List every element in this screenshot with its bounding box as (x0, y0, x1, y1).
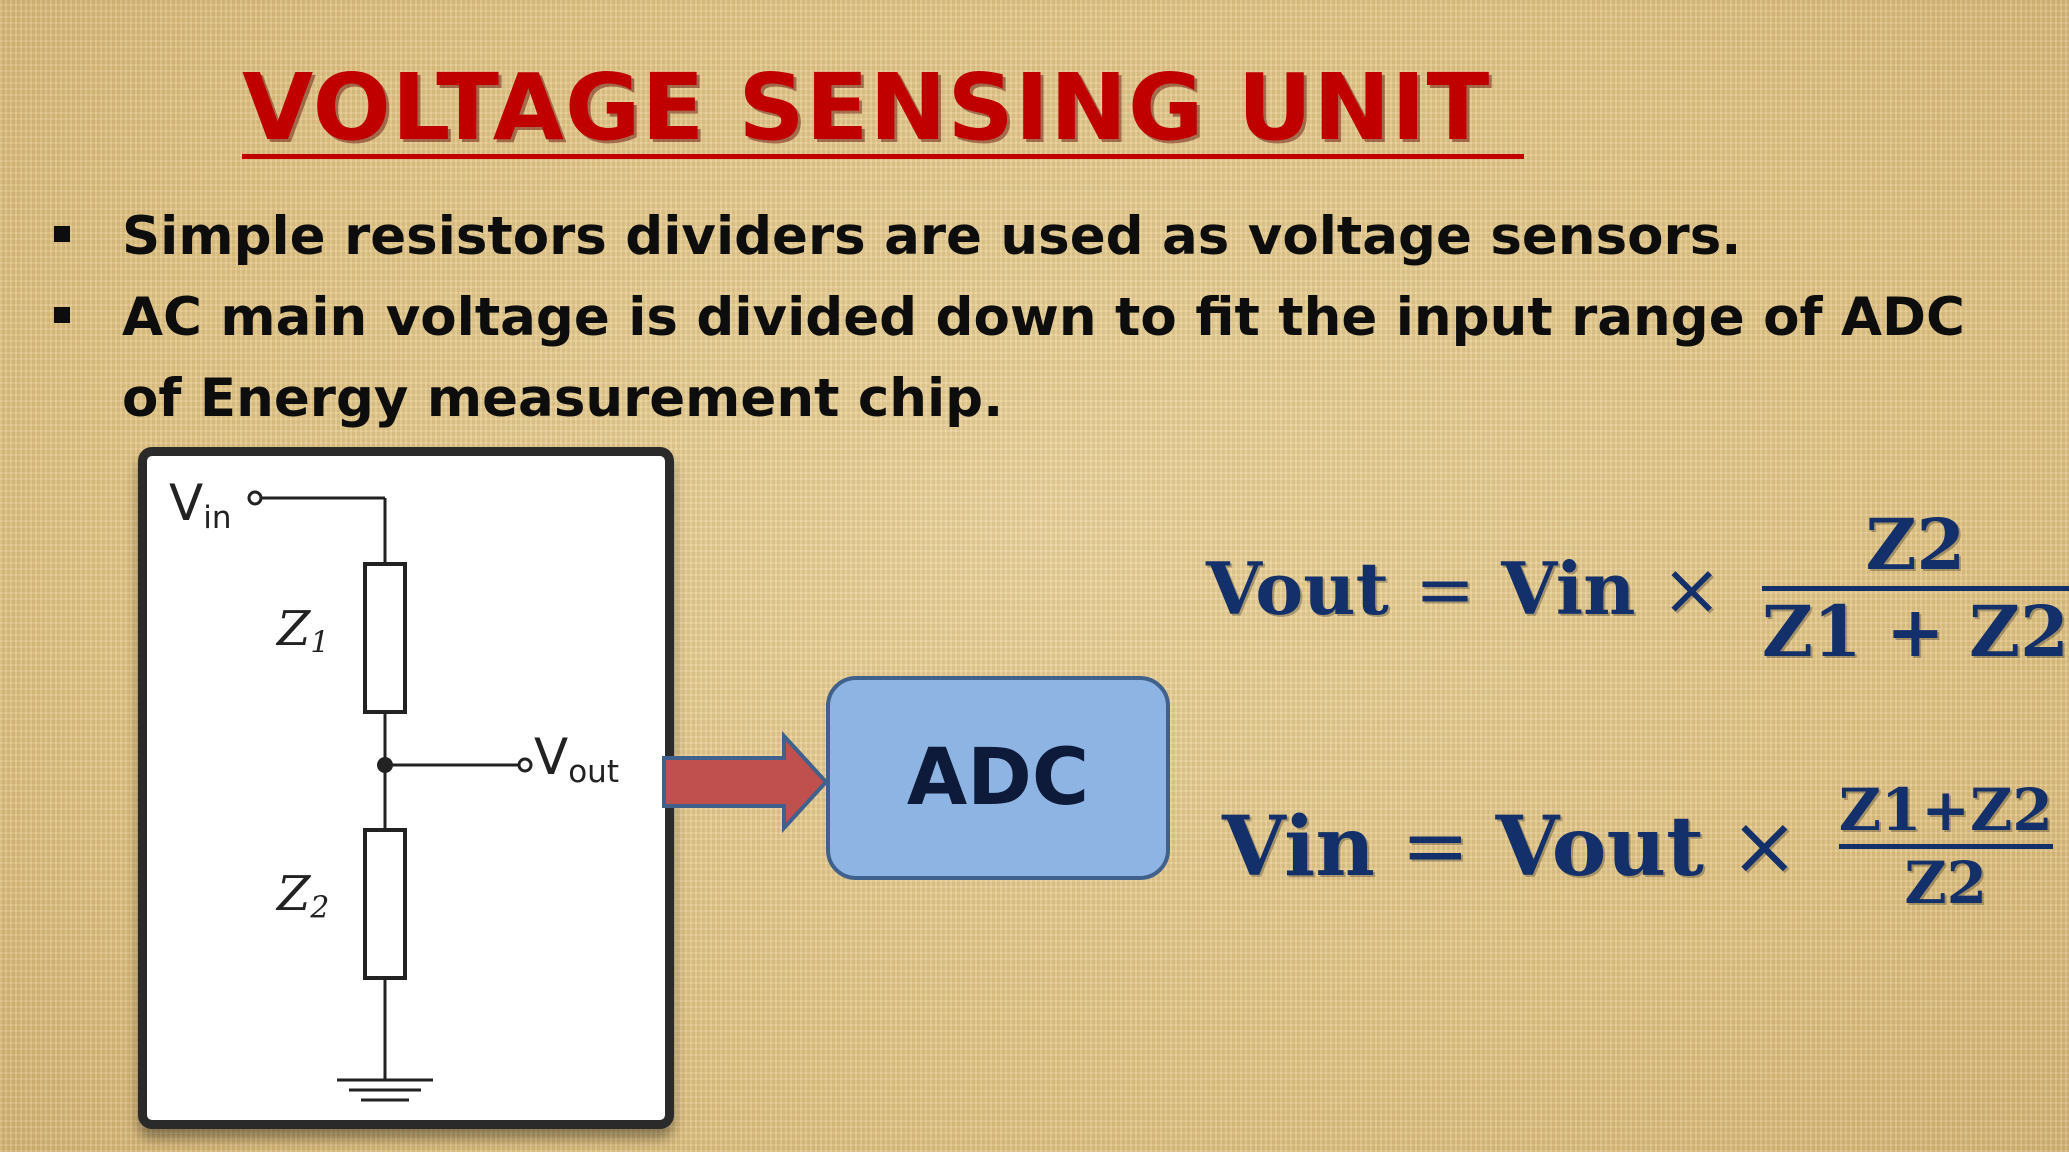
vout-equation: Vout = Vin × Z2 Z1 + Z2 (1206, 504, 2069, 673)
eq1-equals: = (1414, 546, 1476, 631)
vin-label-sub: in (203, 499, 232, 536)
vin-label-main: V (169, 474, 204, 532)
z1-label: Z1 (277, 601, 329, 660)
vin-equation: Vin = Vout × Z1+Z2 Z2 (1222, 776, 2053, 917)
vout-label: Vout (534, 728, 619, 790)
bullet-square-icon (54, 307, 70, 323)
bullet-text: AC main voltage is divided down to fit t… (122, 287, 1965, 429)
bullet-list: Simple resistors dividers are used as vo… (48, 196, 2008, 439)
bullet-square-icon (54, 226, 70, 242)
eq1-numerator: Z2 (1865, 503, 1966, 586)
eq2-fraction-bar (1838, 844, 2053, 849)
eq2-times: × (1729, 799, 1799, 894)
z1-label-sub: 1 (310, 625, 330, 661)
eq2-lhs: Vin (1222, 798, 1375, 895)
voltage-divider-schematic (247, 490, 533, 1102)
eq2-numerator: Z1+Z2 (1838, 776, 2053, 844)
eq1-denominator: Z1 + Z2 (1761, 590, 2069, 673)
eq2-equals: = (1400, 799, 1470, 894)
slide-title: VOLTAGE SENSING UNIT (242, 54, 1491, 161)
z1-resistor (363, 562, 407, 714)
z2-label-sub: 2 (310, 890, 330, 926)
eq1-times: × (1661, 546, 1722, 631)
vin-terminal (247, 490, 263, 506)
bullet-item: AC main voltage is divided down to fit t… (48, 277, 2008, 439)
eq1-term: Vin (1501, 546, 1636, 631)
bullet-item: Simple resistors dividers are used as vo… (48, 196, 2008, 277)
z1-label-main: Z (277, 601, 311, 657)
voltage-divider-diagram: Vin Vout Z1 Z2 (138, 447, 674, 1129)
eq1-fraction: Z2 Z1 + Z2 (1761, 503, 2069, 673)
junction-node (377, 757, 393, 773)
vout-label-main: V (534, 728, 569, 786)
eq1-lhs: Vout (1206, 546, 1389, 631)
z2-label: Z2 (277, 866, 329, 925)
title-underline (242, 154, 1524, 159)
vout-label-sub: out (568, 753, 619, 790)
eq1-fraction-bar (1761, 586, 2069, 591)
right-arrow-icon (662, 730, 829, 834)
eq2-fraction: Z1+Z2 Z2 (1838, 776, 2053, 917)
z2-label-main: Z (277, 866, 311, 922)
adc-label: ADC (906, 733, 1090, 823)
vin-label: Vin (169, 474, 231, 536)
vout-terminal (517, 757, 533, 773)
eq2-denominator: Z2 (1904, 849, 1988, 917)
bullet-text: Simple resistors dividers are used as vo… (122, 206, 1742, 267)
z2-resistor (363, 828, 407, 980)
adc-block: ADC (826, 676, 1170, 880)
eq2-term: Vout (1495, 798, 1704, 895)
